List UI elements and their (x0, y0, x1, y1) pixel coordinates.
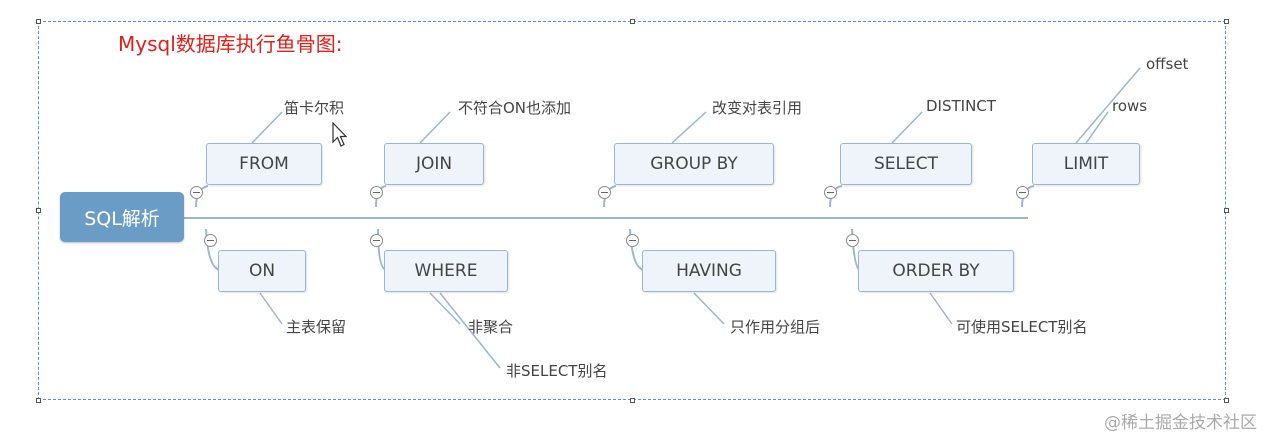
watermark: @稀土掘金技术社区 (1104, 413, 1257, 433)
resize-handle-tl[interactable] (36, 19, 41, 24)
collapse-toggle-icon[interactable] (370, 234, 383, 247)
node-select[interactable]: SELECT (840, 143, 972, 185)
resize-handle-bc[interactable] (630, 398, 635, 403)
node-on[interactable]: ON (218, 250, 306, 292)
resize-handle-ml[interactable] (36, 208, 41, 213)
resize-handle-tr[interactable] (1224, 19, 1229, 24)
leaf-on: 主表保留 (286, 318, 347, 336)
diagram-title: Mysql数据库执行鱼骨图: (118, 32, 343, 56)
node-order-by[interactable]: ORDER BY (858, 250, 1014, 292)
resize-handle-tc[interactable] (630, 19, 635, 24)
leaf-from: 笛卡尔积 (284, 99, 345, 117)
selection-frame (38, 21, 1226, 400)
leaf-group-by: 改变对表引用 (712, 99, 803, 117)
collapse-toggle-icon[interactable] (370, 186, 383, 199)
resize-handle-bl[interactable] (36, 398, 41, 403)
leaf-join: 不符合ON也添加 (458, 99, 572, 117)
collapse-toggle-icon[interactable] (824, 186, 837, 199)
collapse-toggle-icon[interactable] (1016, 186, 1029, 199)
node-join[interactable]: JOIN (384, 143, 484, 185)
node-where[interactable]: WHERE (384, 250, 508, 292)
leaf-where-1: 非聚合 (468, 318, 514, 336)
leaf-select: DISTINCT (926, 97, 996, 115)
mouse-cursor-icon (332, 122, 348, 147)
leaf-having: 只作用分组后 (730, 318, 821, 336)
resize-handle-mr[interactable] (1224, 208, 1229, 213)
collapse-toggle-icon[interactable] (190, 186, 203, 199)
node-group-by[interactable]: GROUP BY (614, 143, 774, 185)
collapse-toggle-icon[interactable] (626, 234, 639, 247)
collapse-toggle-icon[interactable] (204, 234, 217, 247)
leaf-limit-offset: offset (1146, 55, 1189, 73)
root-node-sql-parse[interactable]: SQL解析 (60, 192, 184, 242)
node-having[interactable]: HAVING (642, 250, 776, 292)
leaf-where-2: 非SELECT别名 (506, 362, 608, 380)
resize-handle-br[interactable] (1224, 398, 1229, 403)
leaf-order-by: 可使用SELECT别名 (956, 318, 1088, 336)
collapse-toggle-icon[interactable] (598, 186, 611, 199)
collapse-toggle-icon[interactable] (846, 234, 859, 247)
node-from[interactable]: FROM (206, 143, 322, 185)
leaf-limit-rows: rows (1112, 97, 1148, 115)
node-limit[interactable]: LIMIT (1032, 143, 1140, 185)
